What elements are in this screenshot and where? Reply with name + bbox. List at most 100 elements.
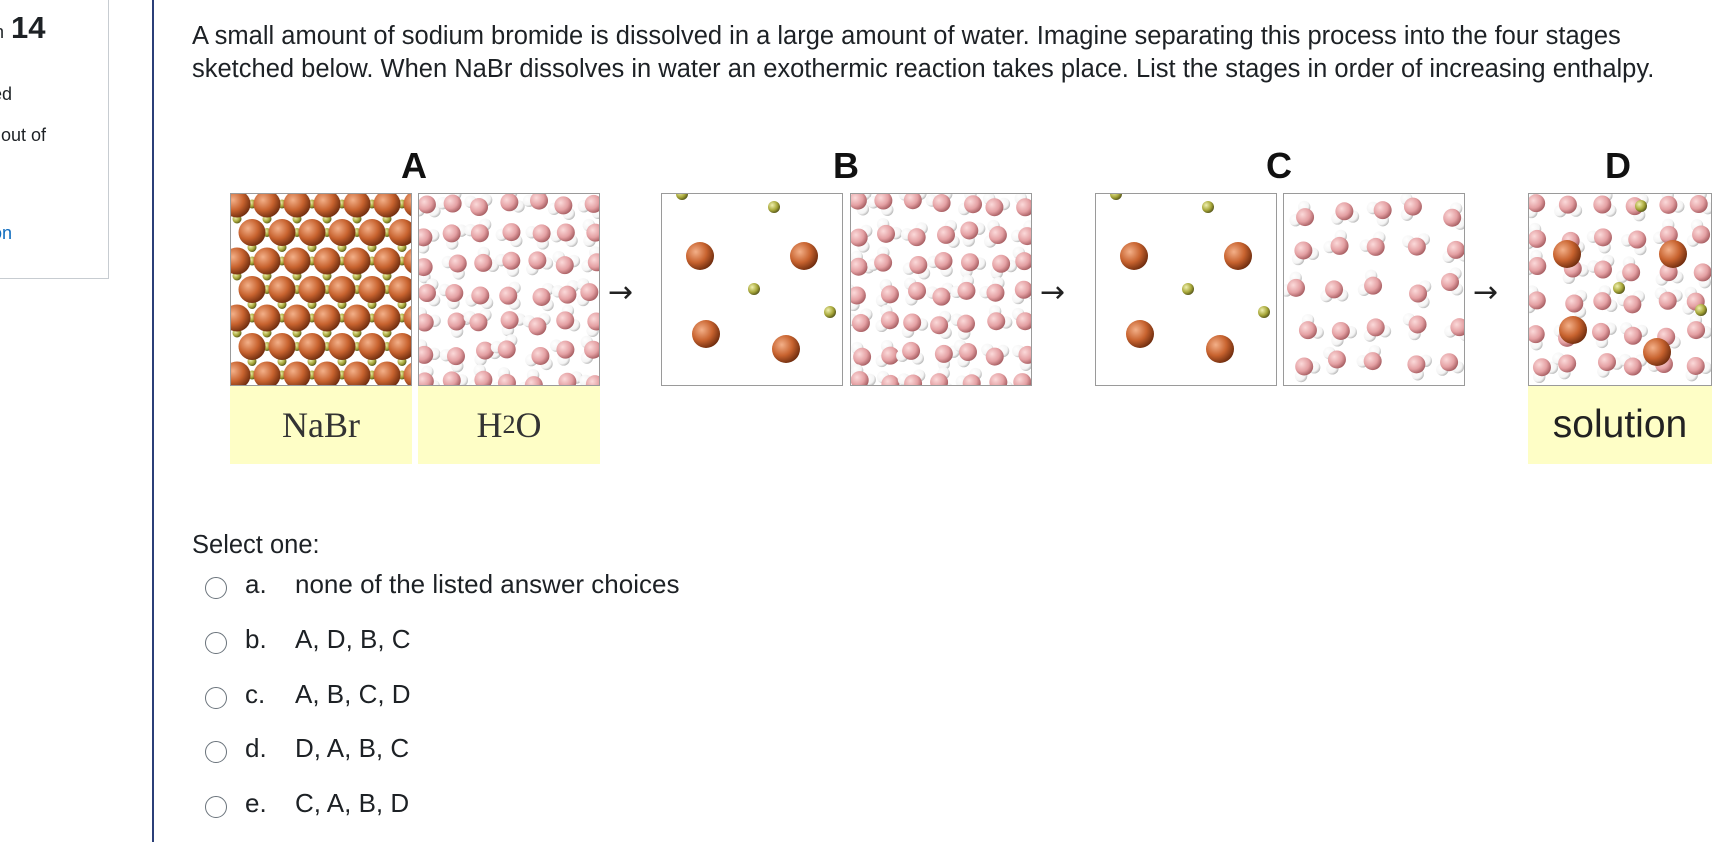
hydrogen-atom (1655, 273, 1668, 286)
oxygen-atom (992, 254, 1011, 273)
oxygen-atom (1593, 228, 1612, 247)
oxygen-atom (442, 371, 461, 385)
bromide-ion (322, 228, 332, 237)
oxygen-atom (554, 196, 573, 215)
oxygen-atom (987, 312, 1006, 331)
sodium-ion (1659, 240, 1687, 268)
oxygen-atom (419, 345, 434, 364)
hydrogen-atom (983, 235, 997, 248)
hydrogen-atom (490, 340, 504, 354)
bromide-ion (676, 194, 688, 200)
oxygen-atom (443, 194, 462, 213)
hydrogen-atom (938, 310, 952, 324)
bromide-ion (367, 300, 377, 309)
hydrogen-atom (1335, 289, 1349, 302)
hydrogen-atom (479, 308, 492, 322)
answer-text[interactable]: A, D, B, C (295, 623, 411, 654)
hydrogen-atom (902, 262, 916, 275)
hydrogen-atom (581, 259, 594, 273)
hydrogen-atom (1533, 370, 1546, 384)
hydrogen-atom (1610, 357, 1624, 370)
bromide-ion (322, 285, 332, 294)
hydrogen-atom (478, 218, 492, 231)
oxygen-atom (934, 344, 953, 363)
oxygen-atom (853, 347, 872, 366)
hydrogen-atom (996, 344, 1010, 358)
hydrogen-atom (570, 371, 583, 384)
bromide-ion (337, 300, 347, 309)
particle-drawing (676, 194, 836, 363)
bromide-ion (337, 370, 347, 380)
hydrogen-atom (455, 224, 468, 237)
flag-question-line2[interactable]: on (0, 223, 13, 243)
radio-button-d[interactable] (205, 741, 227, 763)
answer-option-a[interactable]: a. none of the listed answer choices (205, 564, 805, 604)
hydrogen-atom (950, 285, 963, 299)
answer-option-e[interactable]: e. C, A, B, D (205, 783, 805, 823)
hydrogen-atom (1364, 269, 1378, 283)
hydrogen-atom (880, 339, 894, 353)
oxygen-atom (1366, 318, 1385, 337)
oxygen-atom (532, 287, 551, 306)
answer-text[interactable]: D, A, B, C (295, 732, 410, 763)
oxygen-atom (960, 253, 979, 272)
bromide-ion (322, 271, 332, 281)
radio-button-e[interactable] (205, 796, 227, 818)
hydrogen-atom (1294, 369, 1308, 383)
question-status: ed (0, 84, 13, 104)
sodium-ion (231, 194, 251, 218)
hydrogen-atom (513, 313, 526, 326)
hydrogen-atom (1291, 252, 1305, 266)
sodium-ion (313, 304, 341, 332)
hydrogen-atom (1634, 242, 1647, 256)
flag-question-link-line2[interactable]: on (0, 223, 12, 244)
answer-option-b[interactable]: b. A, D, B, C (205, 619, 805, 659)
hydrogen-atom (526, 262, 539, 276)
bromide-ion (292, 342, 302, 351)
nabr-label-text: NaBr (282, 405, 360, 445)
radio-button-b[interactable] (205, 632, 227, 654)
hydrogen-atom (1617, 293, 1630, 307)
oxygen-atom (932, 287, 951, 306)
bromide-ion (748, 283, 760, 295)
sodium-ion (313, 361, 341, 385)
answer-option-c[interactable]: c. A, B, C, D (205, 674, 805, 714)
oxygen-atom (958, 343, 977, 362)
hydrogen-atom (858, 194, 872, 200)
answer-text[interactable]: C, A, B, D (295, 787, 410, 818)
bromide-ion (232, 328, 242, 338)
bromide-ion (262, 271, 272, 281)
hydrogen-atom (1010, 229, 1024, 243)
hydrogen-atom (851, 298, 860, 312)
oxygen-atom (1443, 208, 1462, 227)
hydrogen-atom (1368, 345, 1381, 358)
sodium-ion (790, 242, 818, 270)
hydrogen-atom (465, 294, 478, 307)
hydrogen-atom (900, 228, 914, 241)
oxygen-atom (419, 372, 434, 385)
hydrogen-atom (1306, 247, 1320, 260)
radio-button-a[interactable] (205, 577, 227, 599)
oxygen-atom (476, 341, 495, 360)
answer-option-d[interactable]: d. D, A, B, C (205, 728, 805, 768)
hydrogen-atom (1604, 322, 1617, 335)
hydrogen-atom (856, 203, 870, 216)
oxygen-atom (1529, 291, 1546, 310)
hydrogen-atom (851, 284, 855, 296)
hydrogen-atom (964, 194, 977, 201)
oxygen-atom (930, 373, 949, 385)
hydrogen-atom (583, 234, 596, 247)
separated-ions-panel-c (1095, 193, 1277, 386)
radio-button-c[interactable] (205, 687, 227, 709)
hydrogen-atom (851, 357, 861, 370)
answer-text[interactable]: A, B, C, D (295, 678, 411, 709)
hydrogen-atom (566, 280, 580, 293)
answer-text[interactable]: none of the listed answer choices (295, 568, 680, 599)
hydrogen-atom (1600, 194, 1613, 202)
oxygen-atom (1403, 197, 1422, 216)
hydrogen-atom (1553, 324, 1567, 338)
sodium-ion (328, 276, 356, 303)
hydrogen-atom (889, 226, 903, 240)
sodium-ion (1224, 242, 1252, 270)
sodium-ion (388, 219, 411, 246)
